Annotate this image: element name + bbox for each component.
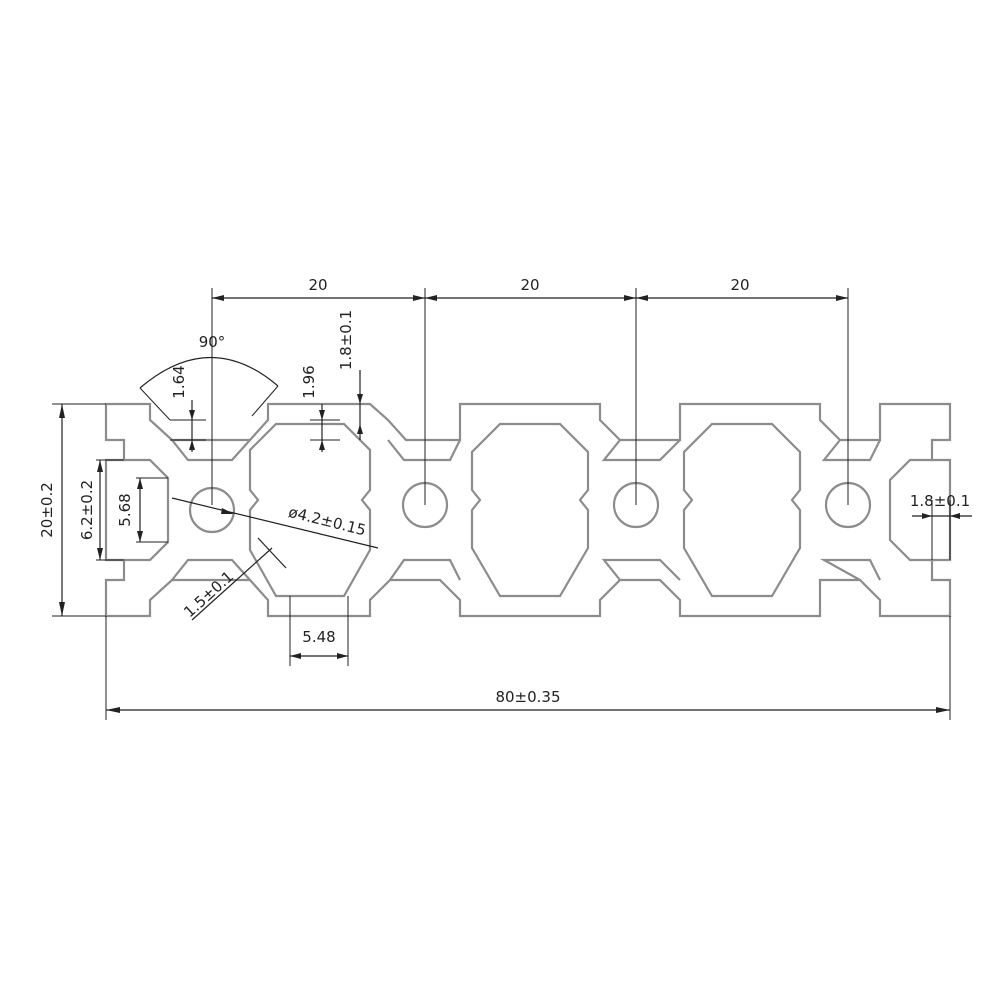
wall-top-label: 1.8±0.1 [337, 310, 355, 370]
pitch-arrow [836, 295, 848, 301]
overall-width-label: 80±0.35 [495, 688, 560, 706]
slot-inner-label: 5.68 [116, 493, 134, 526]
cavity-octagon-2 [470, 422, 590, 598]
bore-leader [171, 497, 379, 549]
wall-right-label: 1.8±0.1 [910, 492, 970, 510]
pitch-arrow [425, 295, 437, 301]
slot-inner-arrow [137, 531, 143, 542]
inner-recess-top-2 [387, 439, 461, 462]
pitch-arrow [212, 295, 224, 301]
width-arrow-left [106, 707, 120, 713]
width-arrow-right [936, 707, 950, 713]
web-leader [191, 547, 273, 621]
overall-height-label: 20±0.2 [38, 482, 56, 538]
web-thickness-label: 1.5±0.1 [180, 567, 237, 621]
wall-top-arrow [357, 394, 363, 404]
slot-outer-arrow [97, 460, 103, 472]
slot-inner-arrow [137, 478, 143, 489]
lip-depth-arrow [189, 410, 195, 420]
angle-leg-right [251, 385, 279, 417]
wall-right-arrow [950, 513, 960, 519]
lip-thickness-arrow [319, 410, 325, 420]
pitch-label-3: 20 [730, 276, 749, 294]
lip-thickness-arrow [319, 440, 325, 450]
cavity-octagon-3 [682, 422, 802, 598]
inner-recess-bottom-4 [819, 558, 881, 581]
slot-outer-label: 6.2±0.2 [78, 480, 96, 540]
lip-thickness-label: 1.96 [300, 365, 318, 398]
angle-leg-left [139, 387, 171, 421]
slot-outer-arrow [97, 548, 103, 560]
web-leader [257, 537, 287, 569]
profile-outline [104, 402, 952, 618]
wall-top-arrow [357, 424, 363, 434]
inner-recess-top-3 [601, 439, 681, 462]
lip-depth-arrow [189, 440, 195, 450]
dimension-lines [52, 288, 972, 720]
center-bore-label: ø4.2±0.15 [287, 503, 368, 540]
bore-leader-arrow [221, 508, 234, 514]
lip-depth-label: 1.64 [170, 365, 188, 398]
cavity-octagon-1 [248, 422, 372, 598]
pitch-label-2: 20 [520, 276, 539, 294]
inner-recess-bottom-2 [389, 558, 461, 581]
left-slot [124, 458, 170, 562]
inner-recess-bottom-1 [171, 558, 251, 581]
pitch-label-1: 20 [308, 276, 327, 294]
pitch-arrow [413, 295, 425, 301]
inner-recess-top-4 [821, 439, 881, 462]
angle-arc [139, 356, 279, 389]
height-arrow-top [59, 404, 65, 418]
inner-recess-bottom-3 [601, 558, 681, 581]
wall-right-arrow [922, 513, 932, 519]
pitch-arrow [636, 295, 648, 301]
opening-arrow [337, 653, 348, 659]
inner-recess-top-1 [171, 439, 251, 462]
height-arrow-bottom [59, 602, 65, 616]
pitch-arrow [624, 295, 636, 301]
slot-opening-label: 5.48 [302, 628, 335, 646]
opening-arrow [290, 653, 301, 659]
right-slot [888, 458, 932, 562]
angle-label: 90° [199, 333, 226, 351]
